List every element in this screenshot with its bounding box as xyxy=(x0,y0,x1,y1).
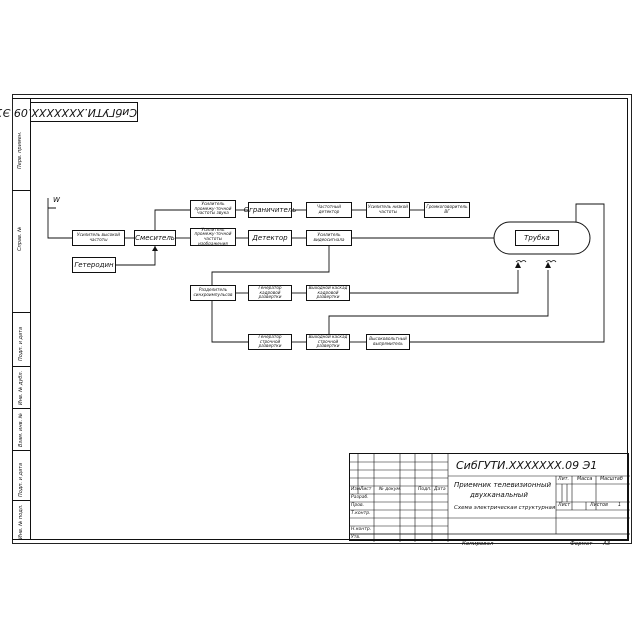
block-high-voltage: Высоковольтный выпрямитель xyxy=(366,334,410,350)
tb-scale: Масштаб xyxy=(600,477,623,482)
block-mixer: Смеситель xyxy=(134,230,176,246)
block-frame-generator: Генератор кадровой развертки xyxy=(248,285,292,301)
tb-sheets-value: 1 xyxy=(618,503,622,508)
tb-drawing-code: СибГУТИ.XXXXXXX.09 Э1 xyxy=(456,459,598,472)
tb-col-list: Лист xyxy=(360,487,372,492)
side-cell-5: Взам. инв. № xyxy=(12,408,30,450)
title-block-grid xyxy=(350,454,630,542)
tb-sheets: Листов xyxy=(590,503,608,508)
side-cell-7: Инв. № подл. xyxy=(12,500,30,540)
title-block: Изм. Лист № докум. Подп. Дата Разраб. Пр… xyxy=(349,453,630,542)
block-audio-amp: Усилитель низкой частоты xyxy=(366,202,410,218)
copied-label: Копировал xyxy=(462,541,494,547)
tb-title-line1: Приемник телевизионный xyxy=(454,481,552,489)
block-if-amp-sound: Усилитель промежу-точной частоты звука xyxy=(190,200,236,218)
tb-lit: Лит. xyxy=(558,477,570,482)
coil-icon xyxy=(515,260,557,263)
tb-role: Пров. xyxy=(351,503,365,508)
antenna-line xyxy=(47,207,72,239)
format-label: Формат xyxy=(570,541,593,547)
format-value: А3 xyxy=(603,541,611,547)
antenna-label: W xyxy=(53,196,60,204)
tb-col-date: Дата xyxy=(434,487,446,492)
tb-mass: Масса xyxy=(577,477,593,482)
side-cell-3: Подп. и дата xyxy=(12,312,30,366)
block-kinescope: Трубка xyxy=(515,230,559,246)
block-speaker: Громкоговоритель ВГ xyxy=(424,202,470,218)
side-cell-6: Подп. и дата xyxy=(12,450,30,500)
block-line-output: Выходной каскад строчной развертки xyxy=(306,334,350,350)
block-video-amp: Усилитель видеосигнала xyxy=(306,230,352,246)
tb-title-line2: двухканальный xyxy=(470,491,528,499)
block-detector: Детектор xyxy=(248,230,292,246)
block-input-amp: Усилитель высокой частоты xyxy=(72,230,125,246)
drawing-frame xyxy=(30,98,628,540)
tb-col-doc: № докум. xyxy=(379,487,402,492)
block-heterodyne: Гетеродин xyxy=(72,257,116,273)
tb-col-izm: Изм. xyxy=(351,487,362,492)
side-cell-1: Перв. примен. xyxy=(12,98,30,190)
block-freq-detector: Частотный детектор xyxy=(306,202,352,218)
tb-col-sign: Подп. xyxy=(418,487,432,492)
tb-subtitle: Схема электрическая структурная xyxy=(454,505,556,511)
side-cell-2: Справ. № xyxy=(12,190,30,286)
block-limiter: Ограничитель xyxy=(244,202,296,218)
block-sync-selector: Разделитель синхроимпульсов xyxy=(190,285,236,301)
tb-role: Н.контр. xyxy=(351,527,372,532)
block-if-amp-video: Усилитель промежу-точной частоты изображ… xyxy=(190,227,236,246)
block-frame-output: Выходной каскад кадровой развертки xyxy=(306,285,350,301)
tb-sheet: Лист xyxy=(558,503,571,508)
block-line-generator: Генератор строчной развертки xyxy=(248,334,292,350)
tb-role: Т.контр. xyxy=(351,511,371,516)
side-cell-4: Инв. № дубл. xyxy=(12,366,30,408)
tb-role: Разраб. xyxy=(351,495,369,500)
tb-role: Утв. xyxy=(351,535,361,540)
